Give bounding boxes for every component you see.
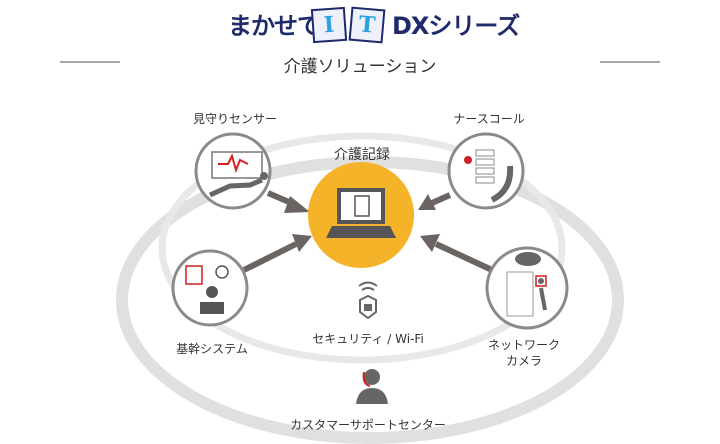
logo-letter-i: I xyxy=(310,6,348,44)
label-security: セキュリティ / Wi-Fi xyxy=(312,332,424,346)
logo-letter-t: T xyxy=(348,6,386,44)
center-laptop xyxy=(308,162,414,268)
label-sensor: 見守りセンサー xyxy=(192,112,278,126)
label-care-record: 介護記録 xyxy=(334,147,390,163)
nurse-call-icon xyxy=(447,132,525,210)
camera-icon xyxy=(485,246,569,330)
label-support: カスタマーサポートセンター xyxy=(290,418,446,432)
label-core-system: 基幹システム xyxy=(176,342,248,356)
brand-prefix: まかせて xyxy=(228,12,321,40)
label-camera-1: ネットワーク xyxy=(487,338,561,352)
brand-suffix: DXシリーズ xyxy=(392,12,520,40)
core-system-icon xyxy=(171,249,249,327)
wifi-lock-icon xyxy=(358,281,378,320)
label-nurse-call: ナースコール xyxy=(453,112,525,126)
inner-ring xyxy=(158,132,566,364)
sensor-icon xyxy=(194,132,272,210)
support-person-icon xyxy=(356,369,388,404)
label-camera-2: カメラ xyxy=(505,354,543,368)
subtitle: 介護ソリューション xyxy=(283,57,437,77)
arrows xyxy=(242,190,494,273)
outer-ring xyxy=(116,156,624,444)
